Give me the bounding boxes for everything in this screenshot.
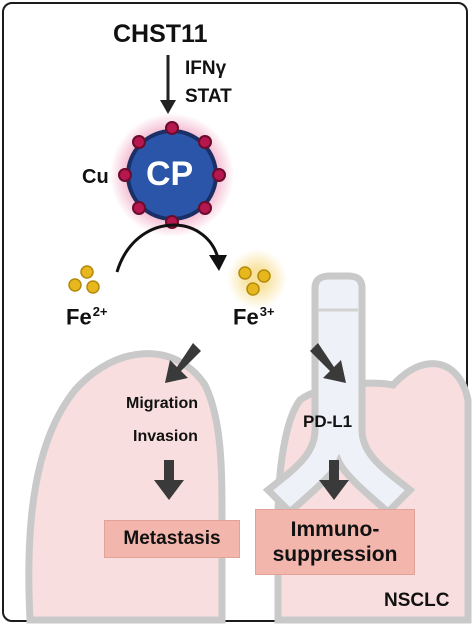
pdl1-label: PD-L1 [303, 412, 353, 431]
chst11-arrowhead [160, 100, 176, 114]
metastasis-box: Metastasis [104, 520, 240, 558]
arrow-to-metastasis [154, 460, 184, 500]
invasion-label: Invasion [133, 428, 198, 445]
fe3-glow [227, 249, 287, 309]
ifng-label: IFNγ [185, 58, 227, 79]
immuno-line1: Immuno- [290, 518, 380, 541]
oxidation-arrowhead [209, 255, 227, 271]
cp-label: CP [146, 155, 194, 193]
immunosuppression-box: Immuno- suppression [255, 509, 415, 575]
left-lung [25, 350, 226, 624]
immuno-line2: suppression [272, 543, 398, 566]
block-arrows [154, 343, 349, 500]
stat-label: STAT [185, 86, 232, 107]
migration-label: Migration [126, 395, 198, 412]
fe3-base: Fe [233, 304, 259, 330]
arrow-to-migration [165, 343, 201, 383]
fe2-charge: 2+ [92, 304, 108, 319]
fe2-label: Fe2+ [66, 304, 108, 330]
fe2-base: Fe [66, 304, 92, 330]
metastasis-label: Metastasis [123, 528, 221, 549]
arrow-to-immunosuppression [319, 460, 349, 500]
chst11-label: CHST11 [113, 20, 208, 48]
oxidation-arrow [115, 223, 220, 273]
fe3-label: Fe3+ [233, 304, 275, 330]
fe3-charge: 3+ [259, 304, 275, 319]
arrow-to-pdl1 [310, 343, 346, 383]
fe3-dots [238, 266, 271, 296]
nsclc-label: NSCLC [384, 590, 450, 611]
cu-label: Cu [82, 166, 109, 188]
fe2-dots [68, 265, 100, 294]
